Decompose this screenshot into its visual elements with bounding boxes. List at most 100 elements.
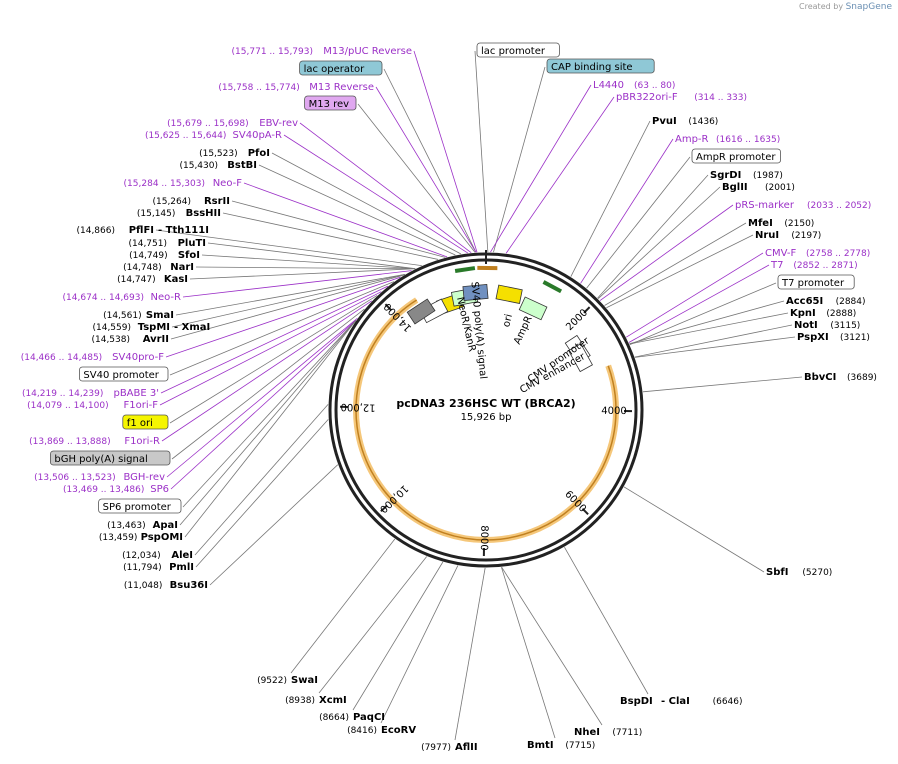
label-bgh-rev[interactable]: BGH-rev(13,506 .. 13,523): [34, 472, 165, 483]
leader-line: [474, 50, 489, 253]
label-m13-reverse[interactable]: M13 Reverse(15,758 .. 15,774): [218, 82, 374, 93]
site-name: BstBI: [227, 160, 257, 171]
label-ampr-promoter[interactable]: AmpR promoter: [691, 148, 781, 164]
site-position: (13,469 .. 13,486): [63, 485, 144, 495]
label-swai[interactable]: (9522)SwaI: [257, 675, 318, 686]
brca2-arc[interactable]: [355, 299, 617, 541]
label-f1ori-f[interactable]: F1ori-F(14,079 .. 14,100): [27, 400, 158, 411]
feature-box: [691, 148, 781, 164]
site-name: MfeI: [748, 218, 773, 229]
label-rsrii[interactable]: RsrII(15,264): [152, 196, 230, 207]
label-bspdi[interactable]: BspDI- ClaI(6646): [620, 696, 743, 707]
label-f1ori-r[interactable]: F1ori-R(13,869 .. 13,888): [29, 436, 160, 447]
label-xcmi[interactable]: (8938)XcmI: [285, 695, 347, 706]
label-cmv-f[interactable]: CMV-F(2758 .. 2778): [765, 248, 870, 259]
label-pspxi[interactable]: PspXI(3121): [797, 332, 870, 343]
label-pbr322ori-f[interactable]: pBR322ori-F(314 .. 333): [616, 92, 747, 103]
label-ebv-rev[interactable]: EBV-rev(15,679 .. 15,698): [167, 118, 298, 129]
label-pmli[interactable]: PmlI(11,794): [123, 562, 194, 573]
label-amp-r[interactable]: Amp-R(1616 .. 1635): [675, 134, 780, 145]
site-name: AleI: [171, 550, 193, 561]
label-sp6-promoter[interactable]: SP6 promoter: [98, 498, 182, 514]
site-name: SwaI: [291, 675, 318, 686]
label-l4440[interactable]: L4440(63 .. 80): [593, 80, 675, 91]
leader-line: [629, 312, 789, 345]
label-neo-r[interactable]: Neo-R(14,674 .. 14,693): [63, 292, 181, 303]
label-sp6[interactable]: SP6(13,469 .. 13,486): [63, 484, 169, 495]
ampr-arrow[interactable]: [518, 296, 548, 321]
label-pspomi[interactable]: PspOMI(13,459): [99, 532, 183, 543]
site-labels[interactable]: M13/pUC Reverse(15,771 .. 15,793) lac ope…: [21, 42, 877, 753]
label-lac-promoter[interactable]: lac promoter: [476, 42, 560, 58]
label-bstbi[interactable]: BstBI(15,430): [179, 160, 257, 171]
label-ecorv[interactable]: (8416)EcoRV: [347, 725, 416, 736]
site-name: CMV-F: [765, 248, 796, 259]
label-pbabe-3[interactable]: pBABE 3'(14,219 .. 14,239): [22, 388, 159, 399]
label-lac-operator[interactable]: lac operator: [299, 60, 383, 76]
label-bglii[interactable]: BglII(2001): [722, 182, 795, 193]
leader-line: [166, 317, 358, 478]
site-name: Neo-R: [151, 292, 182, 303]
label-aflii[interactable]: (7977)AflII: [421, 742, 478, 753]
label-noti[interactable]: NotI(3115): [794, 320, 860, 331]
label-avrii[interactable]: AvrII(14,538): [91, 334, 169, 345]
label-pvui[interactable]: PvuI(1436): [652, 116, 718, 127]
label-smai[interactable]: SmaI(14,561): [103, 310, 174, 321]
feature-box: [299, 60, 383, 76]
label-pfoi[interactable]: PfoI(15,523): [199, 148, 270, 159]
label-m13-rev[interactable]: M13 rev: [304, 95, 357, 111]
site-name: SmaI: [146, 310, 174, 321]
label-sfoi[interactable]: SfoI(14,749): [129, 250, 200, 261]
label-cap-binding-site[interactable]: CAP binding site: [546, 58, 655, 74]
leader-line: [375, 86, 477, 253]
small-feature-arrow: [542, 280, 563, 294]
site-position: (14,079 .. 14,100): [27, 401, 108, 411]
label-nari[interactable]: NarI(14,748): [123, 262, 194, 273]
label-sv40pa-r[interactable]: SV40pA-R(15,625 .. 15,644): [145, 130, 282, 141]
ori-arrow[interactable]: [495, 284, 523, 304]
label-paqci[interactable]: (8664)PaqCI: [319, 712, 385, 723]
label-t7-promoter[interactable]: T7 promoter: [777, 274, 855, 290]
label-tspmi[interactable]: TspMI- XmaI(14,559): [92, 322, 210, 333]
label-bbvci[interactable]: BbvCI(3689): [804, 372, 877, 383]
site-name: PmlI: [169, 562, 194, 573]
label-pluti[interactable]: PluTI(14,751): [128, 238, 206, 249]
label-alei[interactable]: AleI(12,034): [122, 550, 193, 561]
label-nrui[interactable]: NruI(2197): [755, 230, 821, 241]
site-name: PspXI: [797, 332, 829, 343]
label-t7[interactable]: T7(2852 .. 2871): [770, 260, 858, 271]
site-position: (1436): [688, 117, 718, 127]
site-position: (13,463): [107, 521, 146, 531]
label-apai[interactable]: ApaI(13,463): [107, 520, 178, 531]
label-sbfi[interactable]: SbfI(5270): [766, 567, 832, 578]
sv40-pa-box[interactable]: [462, 283, 489, 301]
site-position: (2033 .. 2052): [807, 201, 871, 211]
site-position: (3115): [830, 321, 860, 331]
label-sv40-promoter[interactable]: SV40 promoter: [79, 366, 169, 382]
leader-line: [169, 295, 378, 424]
label-kasi[interactable]: KasI(14,747): [117, 274, 188, 285]
feature-box: [546, 58, 655, 74]
cmv-promoter-box[interactable]: [568, 343, 593, 373]
label-m13-puc-reverse[interactable]: M13/pUC Reverse(15,771 .. 15,793): [232, 46, 412, 57]
leader-line: [599, 204, 734, 301]
label-sgrdi[interactable]: SgrDI(1987): [710, 170, 783, 181]
site-name: TspMI: [138, 322, 170, 333]
label-pflfi[interactable]: PflFI- Tth111I(14,866): [76, 225, 208, 236]
label-nhei[interactable]: NheI(7711): [574, 727, 642, 738]
label-bsshii[interactable]: BssHII(15,145): [137, 208, 221, 219]
label-bgh-poly-a-signal[interactable]: bGH poly(A) signal: [50, 450, 171, 466]
label-prs-marker[interactable]: pRS-marker(2033 .. 2052): [735, 200, 871, 211]
f1-ori-box[interactable]: [406, 298, 436, 325]
label-kpni[interactable]: KpnI(2888): [790, 308, 856, 319]
label-sv40pro-f[interactable]: SV40pro-F(14,466 .. 14,485): [21, 352, 164, 363]
label-bmti[interactable]: BmtI(7715): [527, 740, 595, 751]
label-acc65i[interactable]: Acc65I(2884): [786, 296, 866, 307]
label-neo-f[interactable]: Neo-F(15,284 .. 15,303): [124, 178, 243, 189]
label-mfei[interactable]: MfeI(2150): [748, 218, 814, 229]
label-f1-ori[interactable]: f1 ori: [122, 414, 169, 430]
site-name: EBV-rev: [259, 118, 298, 129]
plasmid-name: pcDNA3 236HSC WT (BRCA2): [396, 397, 575, 410]
label-bsu36i[interactable]: Bsu36I(11,048): [124, 580, 208, 591]
